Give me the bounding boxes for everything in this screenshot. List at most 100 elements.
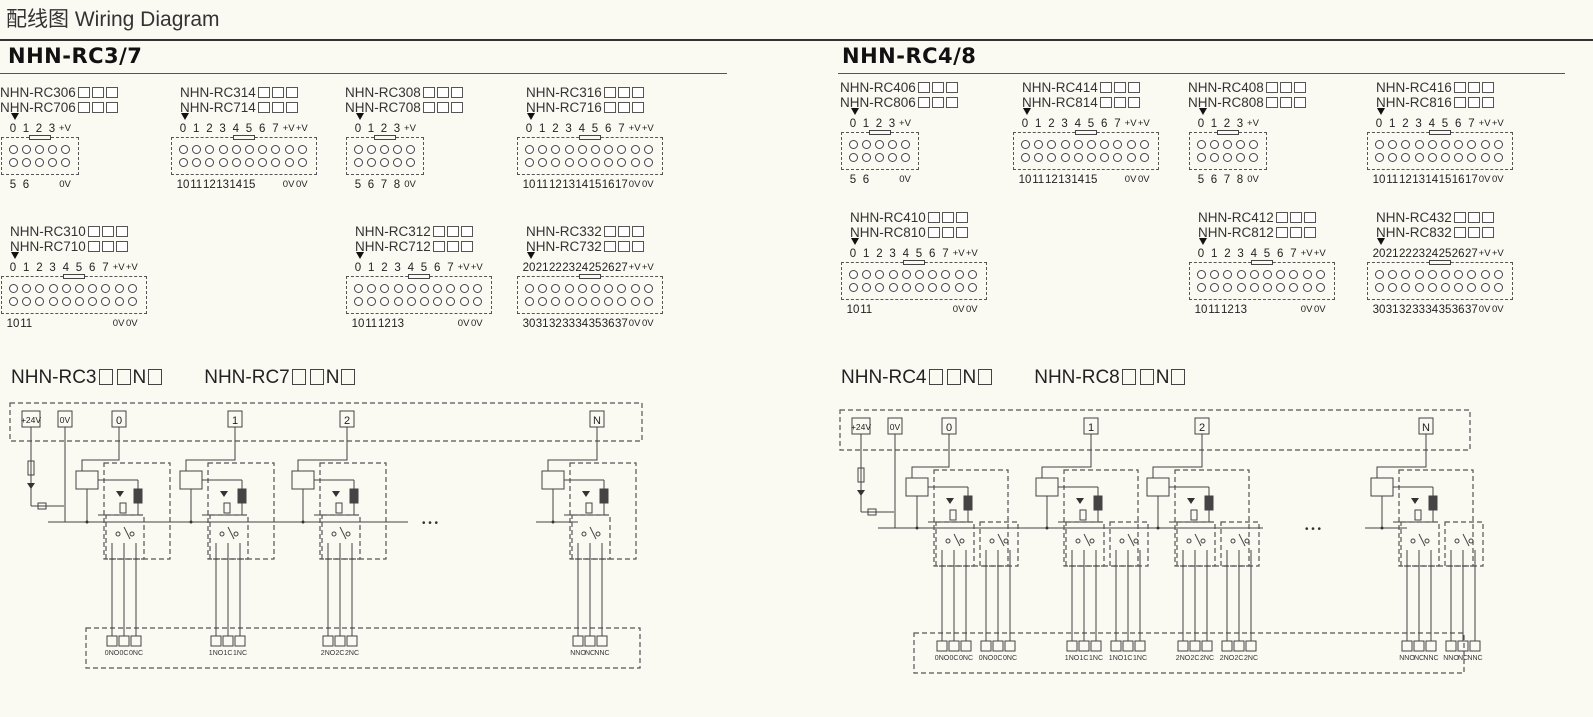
placeholder-box [941,227,954,238]
schematic-title-a: NHN-RC3 [11,367,97,388]
pin-hole [577,158,587,167]
pin-hole [941,270,951,279]
pin-hole [22,284,32,293]
pin-hole [101,284,111,293]
pin-label-bottom: 12 [1220,304,1234,316]
pin-label-bottom: 10 [522,179,536,191]
pin-label-top: 3 [565,123,572,135]
terminal-label: NNC [1423,655,1439,662]
pin-hole [1375,283,1384,292]
pin-marker-triangle [356,113,364,120]
pin-label-bottom: 36 [1451,304,1465,316]
pin-hole [1493,140,1503,149]
connector-key [29,135,51,140]
schematic-title-a: NHN-RC4 [841,367,927,388]
pin-label-bottom: 15 [588,179,602,191]
pin-hole [406,297,416,306]
terminal-label: 0NO [934,655,950,662]
model-name-text: NHN-RC712 [355,239,431,254]
placeholder-box [1481,227,1494,238]
model-name: NHN-RC816 [1376,95,1494,110]
connector-key [579,274,601,279]
pin-label-top: 2 [1048,118,1055,130]
pin-hole [604,284,614,293]
pin-hole [1223,140,1232,149]
pin-hole [915,283,924,292]
pin-label-bottom: 0V [628,179,641,190]
pin-label-bottom: 14 [229,179,243,191]
pin-hole [1441,270,1450,279]
model-name-text: NHN-RC708 [345,100,421,115]
placeholder-box [631,87,644,98]
led [116,491,124,497]
channel-label: 2 [1199,422,1205,434]
pin-hole [420,284,429,293]
pin-hole [849,270,858,279]
fuse [27,460,35,476]
terminal-label: 1NO [208,650,224,657]
pin-hole [1113,153,1123,162]
pin-hole [258,158,268,167]
pin-hole [1493,283,1503,292]
pin-hole [101,297,111,306]
pin-label-bottom: 11 [1032,174,1045,186]
connector-key [233,135,255,140]
junction [1045,526,1049,530]
pin-marker-triangle [527,252,535,259]
model-name-text: NHN-RC410 [850,210,926,225]
pin-hole [1467,140,1477,149]
pin-label-bottom: 0V [1137,174,1150,185]
pin-label-top: 3 [1415,118,1422,130]
pin-label-bottom: 10 [176,179,190,191]
pin-marker-triangle [1023,108,1031,115]
pin-hole [1210,283,1220,292]
pin-hole [380,284,390,293]
pin-hole [1441,283,1450,292]
connector-key [1429,130,1451,135]
pin-label-top: 1 [367,123,375,135]
contact-point [1468,538,1474,544]
placeholder-box [101,226,114,237]
junction [85,520,89,524]
placeholder-box [603,241,616,252]
output-terminal [948,640,960,652]
placeholder-box [432,241,445,252]
terminal-label: NNC [594,650,610,657]
placeholder-box [1303,227,1316,238]
placeholder-box [1265,97,1278,108]
placeholder-box [1127,97,1140,108]
pin-label-bottom: 13 [1058,174,1071,186]
output-terminal [1445,640,1457,652]
pin-label-bottom: 7 [1223,174,1231,186]
pin-hole [1454,270,1464,279]
pin-hole [192,145,202,154]
placeholder-box [148,369,163,385]
pin-hole [1276,283,1286,292]
power-label: 0V [60,415,71,425]
pin-label-top: 20 [522,262,536,274]
contact-box [1400,521,1440,567]
optocoupler [905,477,929,497]
channel-label: N [593,415,601,427]
pin-hole [433,297,443,306]
placeholder-box [436,87,449,98]
pin-label-bottom: 10 [351,318,365,330]
pin-hole [591,145,600,154]
model-name: NHN-RC806 [840,95,958,110]
pin-hole [1388,140,1398,149]
placeholder-box [603,102,616,113]
terminal-label: 0NO [978,655,994,662]
pin-label-top: 26 [1451,248,1465,260]
pin-hole [630,297,640,306]
placeholder-box [460,241,473,252]
pin-hole [888,270,898,279]
pin-hole [48,145,57,154]
pin-hole [459,297,469,306]
pin-hole [1480,283,1490,292]
schematic-title-b: NHN-RC7 [204,367,290,388]
pin-hole [48,158,57,167]
junction [915,526,919,530]
led [946,498,954,504]
model-name-text: NHN-RC816 [1376,95,1452,110]
pin-label-top: +V [1313,248,1326,259]
